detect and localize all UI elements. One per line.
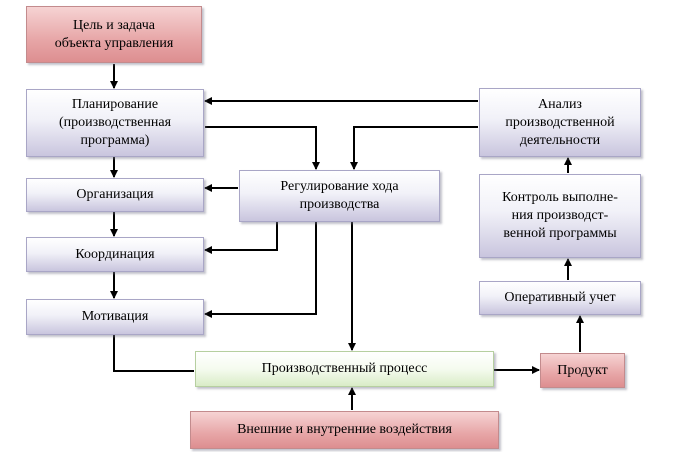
- arrow-analysis-to-regulation: [350, 126, 478, 170]
- control-node: Контроль выполне- ния производст- венной…: [479, 174, 641, 258]
- arrow-planning-to-regulation: [205, 126, 320, 170]
- line-motivation-to-process: [113, 335, 194, 372]
- arrow-regulation-to-coordination: [204, 222, 278, 254]
- coordination-node: Координация: [26, 237, 204, 272]
- regulation-node: Регулирование хода производства: [239, 170, 440, 222]
- accounting-node: Оперативный учет: [479, 281, 641, 315]
- product-node: Продукт: [540, 353, 625, 388]
- organization-node: Организация: [26, 178, 204, 212]
- arrow-regulation-to-motivation: [204, 222, 317, 318]
- analysis-node: Анализ производственной деятельности: [479, 88, 641, 157]
- goal-node: Цель и задача объекта управления: [26, 6, 202, 63]
- influences-node: Внешние и внутренние воздействия: [190, 411, 499, 449]
- process-node: Производственный процесс: [195, 351, 494, 387]
- motivation-node: Мотивация: [26, 299, 204, 335]
- planning-node: Планирование (производственная программа…: [26, 89, 204, 157]
